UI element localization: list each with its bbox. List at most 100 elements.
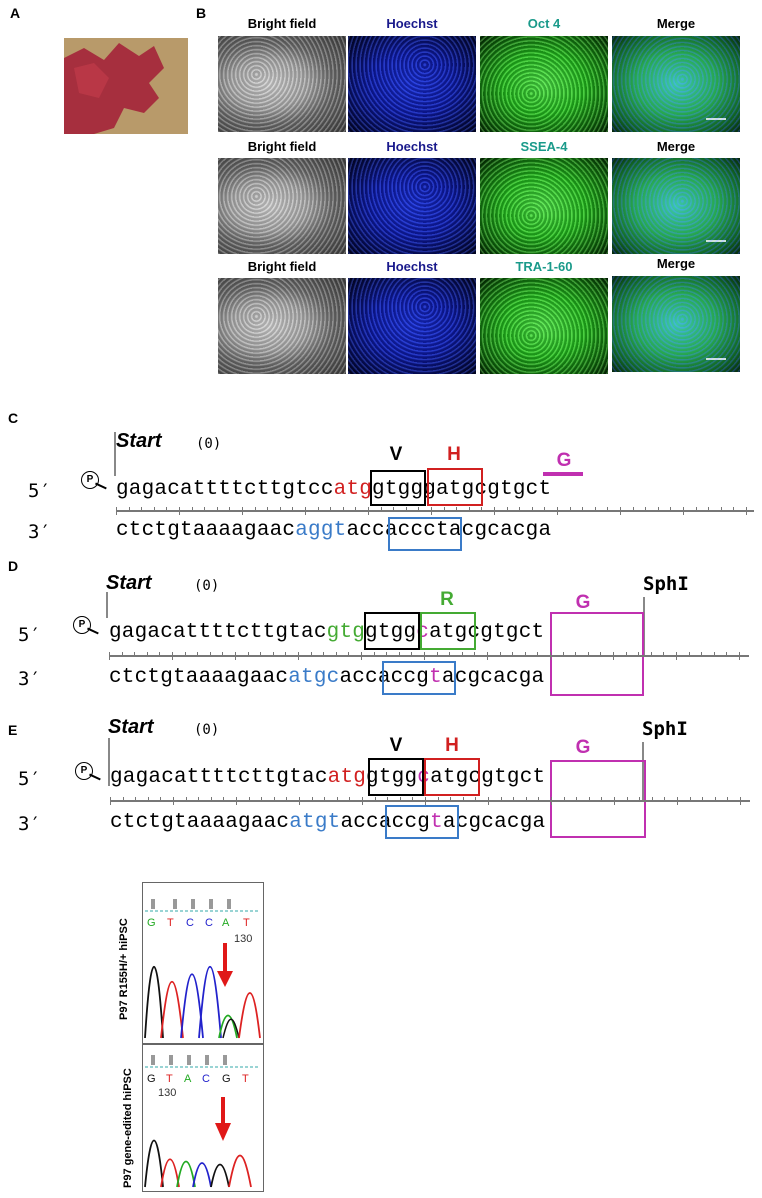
ruler-tick — [272, 652, 274, 657]
ruler-tick — [267, 507, 269, 512]
ruler-tick — [468, 507, 470, 512]
ruler-tick — [197, 652, 199, 657]
ruler-tick — [310, 652, 312, 657]
ruler-tick — [689, 797, 691, 802]
ruler-tick — [128, 507, 130, 512]
ruler-tick — [298, 652, 299, 660]
ruler-tick — [582, 507, 584, 512]
ruler-tick — [292, 507, 294, 512]
chromatogram-r155h — [142, 882, 264, 1044]
ruler-tick — [424, 652, 425, 660]
col-header-hoechst: Hoechst — [386, 139, 438, 154]
start-marker-line — [106, 592, 108, 618]
start-label: Start — [116, 430, 162, 452]
ruler-tick — [437, 797, 439, 802]
ruler-tick — [184, 652, 186, 657]
ruler-tick — [286, 797, 288, 802]
ruler-tick — [657, 507, 659, 512]
ruler-tick — [708, 507, 710, 512]
ruler-tick — [620, 507, 621, 515]
ruler-tick — [299, 797, 300, 805]
col-header-merge: Merge — [656, 16, 696, 31]
sample-label-r155h: P97 R155H/+ hiPSC — [118, 918, 130, 1020]
top-strand-sequence: gagacattttcttgtacatggtggcatgcgtgct — [110, 766, 546, 789]
ruler-tick — [311, 797, 313, 802]
col-header-hoechst: Hoechst — [386, 16, 438, 31]
amino-acid-g: G — [575, 737, 591, 758]
ruler-tick — [348, 652, 350, 657]
enzyme-label: SphI — [643, 573, 689, 595]
ruler-tick — [525, 797, 527, 802]
enzyme-label: SphI — [642, 718, 688, 740]
ruler-tick — [135, 797, 137, 802]
ruler-tick — [720, 507, 722, 512]
ruler-tick — [650, 652, 652, 657]
ruler-tick — [474, 652, 476, 657]
ruler-tick — [374, 797, 376, 802]
ruler-tick — [254, 507, 256, 512]
base-call: T — [242, 1073, 249, 1085]
ruler-tick — [386, 652, 388, 657]
ruler-tick — [594, 507, 596, 512]
ruler-tick — [714, 797, 716, 802]
ruler-tick — [191, 507, 193, 512]
ruler-tick — [209, 652, 211, 657]
codon-box-complement — [382, 661, 456, 695]
codon-underline — [543, 472, 583, 476]
base-call: G — [147, 1073, 156, 1085]
chromatogram-trace — [144, 899, 261, 1039]
enzyme-cut-line — [642, 742, 644, 800]
ruler-tick — [727, 797, 729, 802]
ruler-tick — [235, 652, 236, 660]
ruler-tick — [229, 507, 231, 512]
start-label: Start — [108, 716, 154, 738]
ruler-tick — [726, 652, 728, 657]
ruler-tick — [600, 652, 602, 657]
bottom-strand-sequence: ctctgtaaaagaacaggtaccaccctacgcacga — [116, 519, 552, 542]
ruler-tick — [361, 652, 362, 660]
ruler-tick — [141, 507, 143, 512]
ruler-tick — [607, 507, 609, 512]
promoter-tail — [89, 773, 101, 780]
ruler-tick — [713, 652, 715, 657]
chromatogram-gene-edited — [142, 1044, 264, 1192]
ruler-tick — [481, 507, 483, 512]
ruler-tick — [462, 797, 464, 802]
ruler-tick — [677, 797, 678, 805]
microscopy-image-oct4 — [480, 36, 608, 132]
ruler-tick — [562, 652, 564, 657]
seq-part: gagacattttcttgtccatggtgggatgcgtgct — [116, 478, 552, 501]
ruler-tick — [380, 507, 382, 512]
base-call: C — [186, 917, 194, 929]
top-strand-sequence: gagacattttcttgtacgtggtggcatgcgtgct — [109, 621, 545, 644]
ruler-tick — [216, 507, 218, 512]
ruler-tick — [500, 797, 502, 802]
ruler-tick — [632, 507, 634, 512]
ruler-tick — [569, 507, 571, 512]
ruler-tick — [134, 652, 136, 657]
ruler-tick — [185, 797, 187, 802]
colony-stain-shape — [64, 43, 164, 134]
ruler-tick — [173, 797, 174, 805]
promoter-icon: P — [81, 471, 99, 489]
start-marker-line — [108, 738, 110, 786]
bottom-strand-sequence: ctctgtaaaagaacatgtaccaccgtacgcacga — [110, 811, 546, 834]
ruler-tick — [506, 507, 508, 512]
ruler-tick — [335, 652, 337, 657]
microscopy-image-ssea4 — [480, 158, 608, 254]
ruler-tick — [537, 652, 539, 657]
ruler-tick — [210, 797, 212, 802]
ruler-tick — [613, 652, 614, 660]
bottom-strand-sequence: ctctgtaaaagaacatgcaccaccgtacgcacga — [109, 666, 545, 689]
ruler-tick — [651, 797, 653, 802]
ruler-line — [110, 797, 750, 805]
ruler-tick — [494, 507, 495, 515]
three-prime-label: 3′ — [28, 521, 51, 543]
codon-box-v — [370, 470, 426, 506]
ruler-tick — [342, 507, 344, 512]
codon-box-r — [420, 612, 476, 650]
ruler-tick — [456, 507, 458, 512]
codon-box-complement — [385, 805, 459, 839]
ruler-tick — [544, 507, 546, 512]
ruler-tick — [160, 797, 162, 802]
